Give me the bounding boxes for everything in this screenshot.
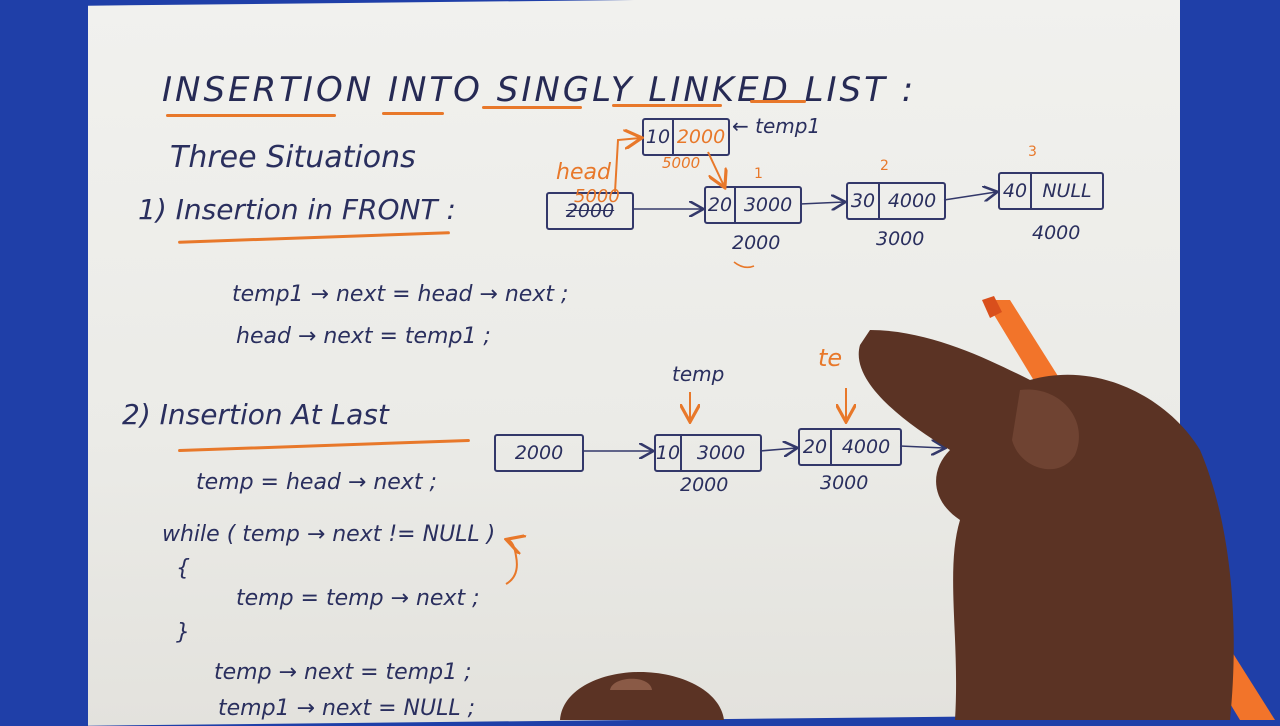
temp-label-orange: te	[818, 344, 843, 372]
title-underline	[612, 104, 722, 107]
node-next: NULL	[1042, 180, 1092, 202]
hand-with-marker	[560, 296, 1275, 720]
head-pointer-box: 2000	[494, 434, 584, 472]
arrow-icon	[799, 202, 844, 204]
node-data: 20	[706, 188, 736, 222]
arrow-icon	[943, 192, 996, 200]
node-address: 2000	[732, 232, 781, 254]
section2-heading: 2) Insertion At Last	[122, 398, 389, 431]
subtitle: Three Situations	[170, 140, 416, 175]
code-line: temp1 → next = NULL ;	[218, 696, 475, 721]
node-address: 3000	[876, 228, 925, 250]
node-next: 3000	[743, 194, 793, 216]
new-node-data: 10	[644, 120, 674, 154]
new-node-next: 2000	[676, 126, 726, 148]
list-node: 20 3000	[704, 186, 802, 224]
title-underline	[166, 114, 336, 117]
title-underline	[482, 106, 582, 109]
node-next: 3000	[696, 442, 746, 464]
code-brace: {	[176, 556, 190, 581]
head-value: 2000	[514, 442, 564, 464]
temp1-pointer-label: ← temp1	[732, 114, 821, 138]
loop-arrow-icon	[506, 540, 517, 585]
code-line: temp = head → next ;	[196, 470, 437, 495]
node-data: 10	[656, 436, 682, 470]
node-data: 20	[800, 430, 832, 464]
arrow-icon	[899, 446, 944, 448]
node-index: 1	[754, 166, 763, 182]
code-line: while ( temp → next != NULL )	[162, 522, 496, 547]
node-address: 4000	[1032, 222, 1081, 244]
arrow-icon	[614, 138, 640, 193]
diagram2-arrows	[506, 388, 944, 585]
section1-heading: 1) Insertion in FRONT :	[138, 193, 456, 226]
title-underline	[382, 112, 444, 115]
node-next: 4000	[887, 190, 937, 212]
code-line: temp → next = temp1 ;	[214, 660, 472, 685]
code-brace: }	[176, 620, 190, 645]
node-index: 3	[1028, 144, 1037, 160]
list-node: 20 4000	[798, 428, 902, 466]
head-label: head	[556, 160, 611, 185]
node-data: 40	[1000, 174, 1032, 208]
title-underline	[750, 100, 806, 103]
node-index: 2	[880, 158, 889, 174]
list-node: 30 4000	[846, 182, 946, 220]
arrow-icon	[759, 448, 796, 451]
scribble-mark	[733, 261, 755, 269]
code-line: head → next = temp1 ;	[236, 324, 491, 349]
head-pointer-box: 2000	[546, 192, 634, 230]
arrow-icon	[707, 151, 724, 186]
diagram1-arrows	[614, 138, 996, 269]
temp-label: temp	[672, 362, 725, 386]
code-line: temp1 → next = head → next ;	[232, 282, 569, 307]
code-line: temp = temp → next ;	[236, 586, 480, 611]
node-next: 4000	[841, 436, 891, 458]
head-overwrite-value: 5000	[574, 186, 620, 207]
node-address: 2000	[680, 474, 729, 496]
node-data: 30	[848, 184, 880, 218]
new-node: 10 2000	[642, 118, 730, 156]
node-address: 3000	[820, 472, 869, 494]
new-node-addr: 5000	[662, 154, 701, 172]
page-title: INSERTION INTO SINGLY LINKED LIST :	[162, 70, 917, 110]
head-value: 2000	[565, 200, 615, 222]
